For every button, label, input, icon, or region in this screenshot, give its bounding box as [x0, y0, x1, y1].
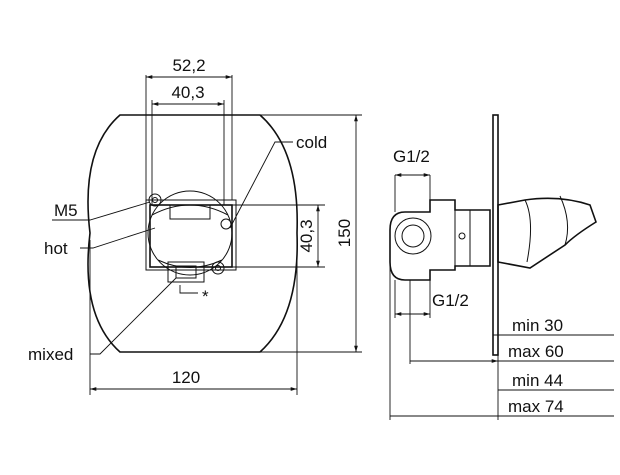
- cartridge-slot: [169, 204, 211, 220]
- leader-asterisk: [179, 285, 198, 294]
- cover-plate: [87, 114, 299, 353]
- valve-flange: [145, 199, 237, 271]
- screw-top-left-inner: [152, 197, 158, 203]
- label-m5: M5: [54, 201, 78, 220]
- lever-edge-2: [559, 195, 569, 246]
- side-body: [389, 199, 491, 281]
- label-min44: min 44: [512, 371, 563, 390]
- label-max60: max 60: [508, 342, 564, 361]
- leader-m5: [52, 201, 151, 221]
- side-view: G1/2 G1/2 min 30 max 60 min 44 max 74: [389, 114, 614, 420]
- screw-bottom-right: [211, 261, 225, 275]
- screw-bottom-right-inner: [215, 265, 221, 271]
- label-cold: cold: [296, 133, 327, 152]
- dim-label-120: 120: [172, 368, 200, 387]
- dim-label-52-2: 52,2: [172, 56, 205, 75]
- side-port-outer: [394, 217, 432, 255]
- label-g12-top: G1/2: [393, 147, 430, 166]
- cartridge-arc-top: [151, 204, 229, 216]
- mixed-outlet-inner: [175, 265, 197, 279]
- leader-hot: [80, 227, 156, 249]
- side-port-inner: [401, 224, 425, 248]
- dim-label-40-3-height: 40,3: [297, 219, 316, 252]
- lever-edge: [524, 199, 532, 263]
- leader-mixed: [90, 277, 177, 355]
- valve-body: [149, 204, 233, 268]
- leader-cold: [229, 141, 293, 229]
- label-hot: hot: [44, 239, 68, 258]
- label-g12-bottom: G1/2: [432, 291, 469, 310]
- dim-label-150: 150: [335, 219, 354, 247]
- cartridge-circle: [147, 190, 233, 276]
- lever-handle: [497, 197, 597, 269]
- label-min30: min 30: [512, 316, 563, 335]
- label-max74: max 74: [508, 397, 564, 416]
- side-screw: [458, 232, 466, 240]
- screw-top-left: [148, 193, 162, 207]
- label-mixed: mixed: [28, 345, 73, 364]
- front-view: 52,2 40,3 40,3 150 120 cold M5 hot mixed…: [28, 56, 362, 395]
- screw-right: [220, 218, 232, 230]
- mixed-outlet: [167, 261, 205, 283]
- label-asterisk: *: [202, 287, 209, 306]
- dim-label-40-3-width: 40,3: [171, 83, 204, 102]
